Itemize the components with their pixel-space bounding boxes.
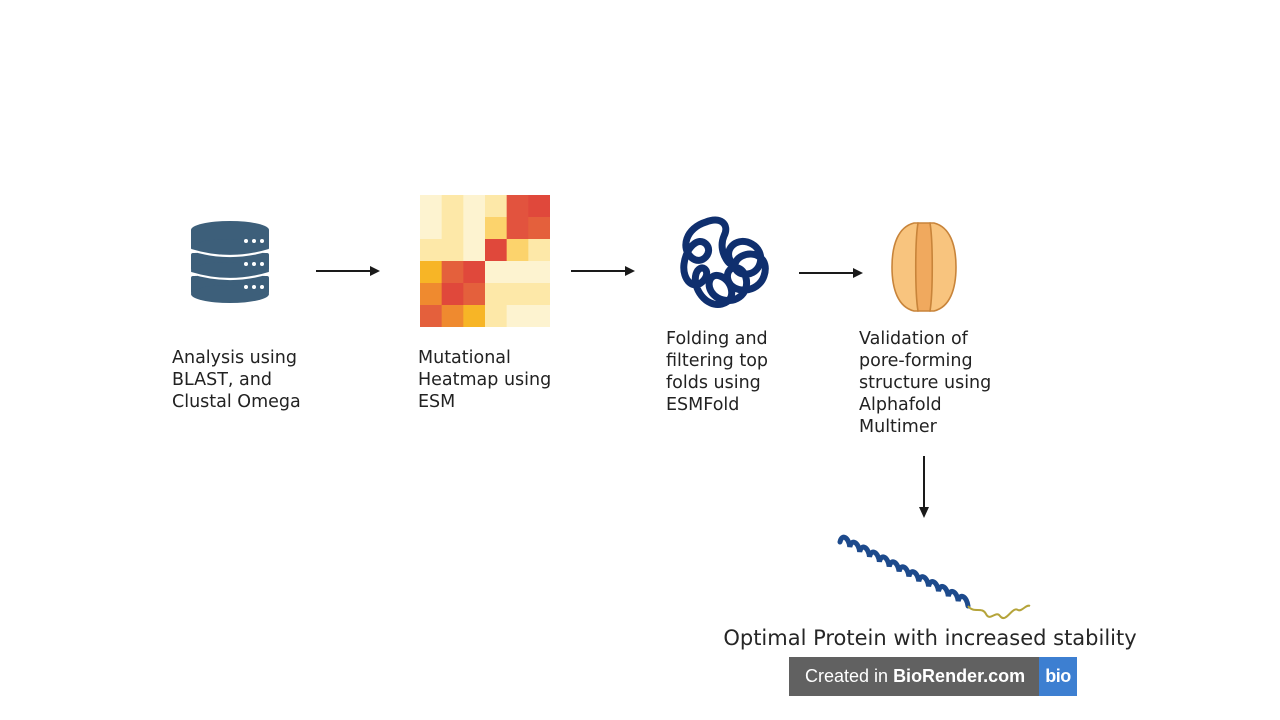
result-caption: Optimal Protein with increased stability <box>723 626 1137 650</box>
watermark-text: Created in BioRender.com <box>805 666 1026 686</box>
heatmap-cell <box>506 217 529 240</box>
step-label-heatmap: Mutational Heatmap using ESM <box>418 348 552 412</box>
heatmap-cell <box>485 305 508 328</box>
heatmap-cell <box>528 239 551 262</box>
heatmap-icon <box>420 195 551 332</box>
helix-tail <box>967 604 1031 619</box>
heatmap-cell <box>463 305 486 328</box>
heatmap-cell <box>506 283 529 306</box>
heatmap-cell <box>420 261 443 284</box>
heatmap-cell <box>420 239 443 262</box>
flow-arrow <box>797 266 867 285</box>
heatmap-cell <box>441 217 464 240</box>
step-label-analysis: Analysis using BLAST, and Clustal Omega <box>172 348 301 412</box>
heatmap-cell <box>441 239 464 262</box>
heatmap-cell <box>463 217 486 240</box>
pore-icon <box>890 221 958 318</box>
heatmap-cell <box>441 195 464 218</box>
heatmap-cell <box>420 217 443 240</box>
heatmap-cell <box>420 283 443 306</box>
heatmap-cell <box>528 305 551 328</box>
heatmap-cell <box>528 217 551 240</box>
biorender-watermark: Created in BioRender.com bio <box>789 657 1077 696</box>
heatmap-cell <box>485 261 508 284</box>
heatmap-cell <box>485 239 508 262</box>
flow-arrow-down <box>917 455 931 526</box>
protein-helix-icon <box>836 534 1036 639</box>
step-label-folding: Folding and filtering top folds using ES… <box>666 329 769 415</box>
biorender-logo: bio <box>1039 657 1077 696</box>
heatmap-cell <box>463 195 486 218</box>
database-icon <box>188 220 272 308</box>
heatmap-cell <box>441 283 464 306</box>
step-label-validation: Validation of pore-forming structure usi… <box>859 329 992 437</box>
flow-arrow <box>314 264 384 283</box>
heatmap-cell <box>420 305 443 328</box>
helix-ribbon <box>837 534 971 609</box>
heatmap-cell <box>528 195 551 218</box>
protein-fold-icon <box>676 214 776 323</box>
heatmap-cell <box>485 283 508 306</box>
heatmap-cell <box>506 239 529 262</box>
heatmap-cell <box>506 195 529 218</box>
heatmap-cell <box>463 283 486 306</box>
heatmap-cell <box>463 261 486 284</box>
heatmap-cell <box>420 195 443 218</box>
heatmap-cell <box>528 283 551 306</box>
heatmap-cell <box>441 261 464 284</box>
heatmap-cell <box>506 305 529 328</box>
flow-arrow <box>569 264 639 283</box>
heatmap-cell <box>506 261 529 284</box>
heatmap-cell <box>485 217 508 240</box>
heatmap-cell <box>441 305 464 328</box>
heatmap-cell <box>485 195 508 218</box>
heatmap-cell <box>528 261 551 284</box>
heatmap-cell <box>463 239 486 262</box>
